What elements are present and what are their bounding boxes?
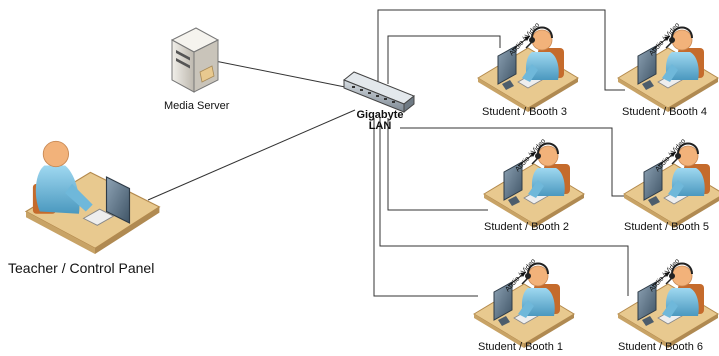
link-booth-5 [400, 127, 632, 197]
link-teacher [147, 109, 356, 201]
connection-lines [147, 9, 632, 297]
link-booth-1 [373, 118, 478, 297]
teacher-label: Teacher / Control Panel [8, 260, 155, 276]
link-booth-6 [379, 118, 629, 296]
booth-6-label: Student / Booth 6 [618, 341, 704, 353]
switch-icon [343, 71, 415, 114]
teacher-workstation [24, 140, 161, 255]
switch-label-line1: Gigabyte [356, 109, 404, 121]
link-server [199, 57, 351, 89]
link-booth-3 [387, 35, 501, 84]
link-booth-4 [377, 9, 625, 91]
media-server-label: Media Server [164, 100, 230, 112]
switch-label: Gigabyte LAN [352, 110, 408, 132]
booth-2-label: Student / Booth 2 [484, 221, 570, 233]
booth-3-label: Student / Booth 3 [482, 106, 568, 118]
switch-label-line2: LAN [368, 120, 392, 132]
link-booth-2 [387, 118, 488, 211]
booth-4-label: Student / Booth 4 [622, 106, 708, 118]
booth-5-label: Student / Booth 5 [624, 221, 710, 233]
server-icon [170, 27, 220, 93]
booth-1-label: Student / Booth 1 [478, 341, 564, 353]
